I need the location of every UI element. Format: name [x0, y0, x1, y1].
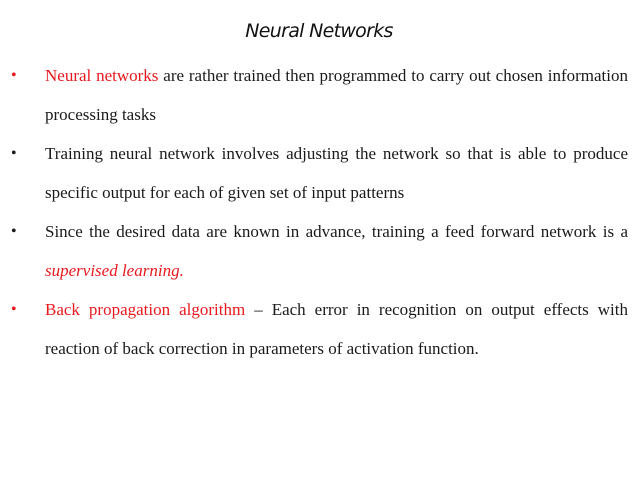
bullet-item: • Since the desired data are known in ad… — [0, 212, 638, 290]
bullet-text: – Each error in recognition on output ef… — [45, 300, 628, 358]
bullet-dot-icon: • — [11, 67, 17, 84]
bullet-text: Since the desired data are known in adva… — [45, 222, 628, 241]
bullet-item: • Back propagation algorithm – Each erro… — [0, 290, 638, 368]
bullet-item: • Neural networks are rather trained the… — [0, 56, 638, 134]
bullet-dot-icon: • — [11, 223, 17, 240]
bullet-highlight: Neural networks — [45, 66, 159, 85]
bullet-emphasis: supervised learning. — [45, 261, 184, 280]
bullet-text: Training neural network involves adjusti… — [45, 144, 628, 202]
bullet-highlight: Back propagation algorithm — [45, 300, 246, 319]
bullet-dot-icon: • — [11, 301, 17, 318]
bullet-item: • Training neural network involves adjus… — [0, 134, 638, 212]
slide-title: Neural Networks — [245, 20, 393, 42]
bullet-dot-icon: • — [11, 145, 17, 162]
bullet-text: are rather trained then programmed to ca… — [45, 66, 629, 124]
bullet-list: • Neural networks are rather trained the… — [0, 56, 638, 368]
